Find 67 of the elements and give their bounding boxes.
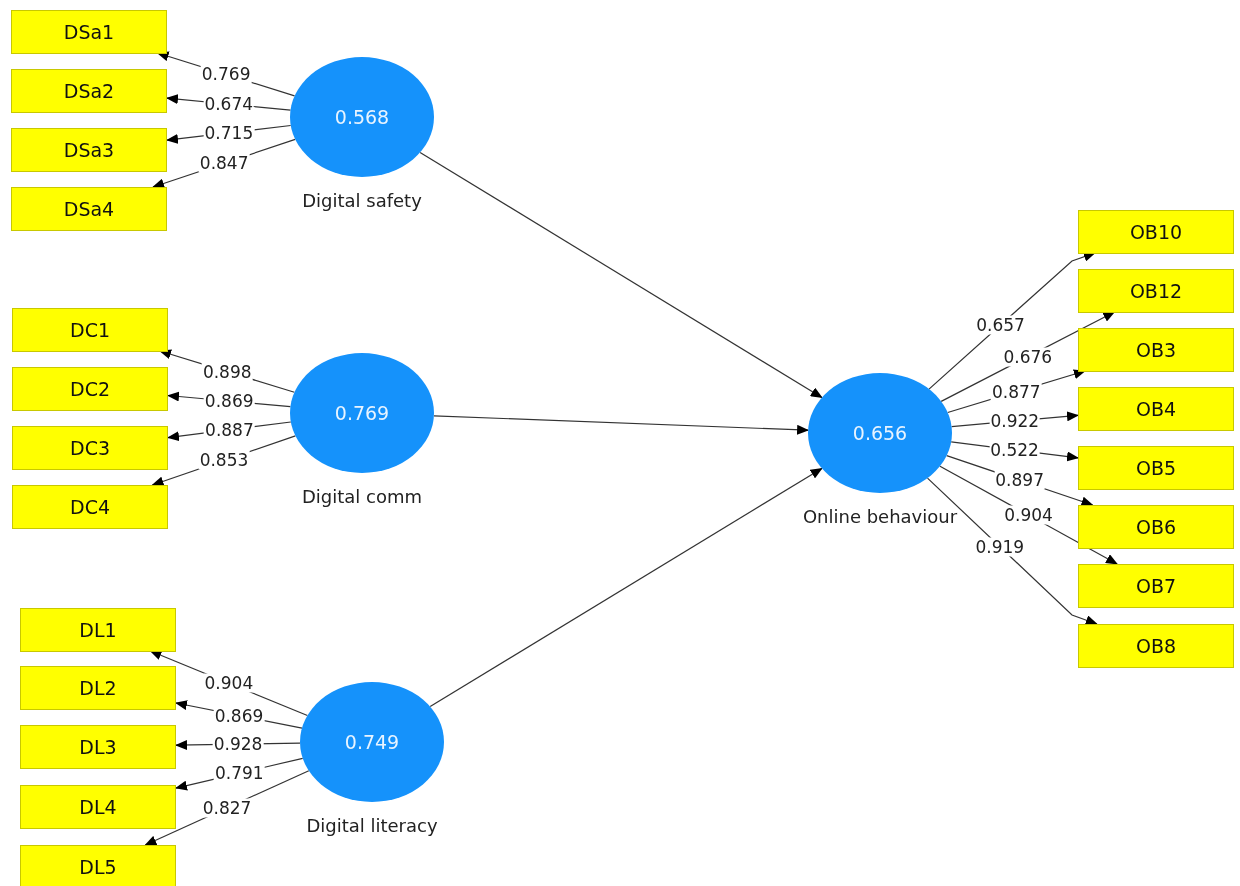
indicator-label: DL3 bbox=[79, 736, 117, 758]
indicator-box bbox=[12, 308, 168, 352]
indicator-box bbox=[20, 608, 176, 652]
indicator-box bbox=[12, 367, 168, 411]
indicator-label: DC2 bbox=[70, 378, 110, 400]
indicator-label: DC4 bbox=[70, 496, 110, 518]
indicator-label: OB12 bbox=[1129, 280, 1183, 302]
indicator-label: DL1 bbox=[79, 619, 117, 641]
indicator-label: OB7 bbox=[1135, 575, 1177, 597]
construct-name: Digital comm bbox=[300, 485, 424, 509]
edge-label: 0.769 bbox=[200, 64, 252, 84]
indicator-label: OB6 bbox=[1135, 516, 1177, 538]
indicator-box bbox=[11, 187, 167, 231]
indicator-box bbox=[1078, 624, 1234, 668]
edge-label: 0.877 bbox=[990, 382, 1042, 402]
indicator-label: DSa4 bbox=[63, 198, 115, 220]
edge-label: 0.853 bbox=[198, 450, 250, 470]
indicator-label: DSa1 bbox=[63, 21, 115, 43]
edge-label: 0.904 bbox=[203, 673, 255, 693]
indicator-label: OB5 bbox=[1135, 457, 1177, 479]
indicator-box bbox=[1078, 387, 1234, 431]
indicator-label: OB8 bbox=[1135, 635, 1177, 657]
indicator-box bbox=[1078, 210, 1234, 254]
edge-label: 0.847 bbox=[198, 153, 250, 173]
indicator-box bbox=[20, 725, 176, 769]
indicator-box bbox=[1078, 269, 1234, 313]
r-squared-value: 0.769 bbox=[334, 402, 390, 424]
indicator-box bbox=[12, 485, 168, 529]
edge-label: 0.791 bbox=[214, 763, 265, 783]
indicator-box bbox=[1078, 446, 1234, 490]
edge-label: 0.904 bbox=[1003, 505, 1054, 525]
construct-name: Digital safety bbox=[301, 189, 423, 213]
indicator-label: DC3 bbox=[70, 437, 110, 459]
construct-name: Digital literacy bbox=[305, 814, 439, 838]
r-squared-value: 0.656 bbox=[852, 422, 908, 444]
indicator-label: OB3 bbox=[1135, 339, 1177, 361]
indicator-label: DL5 bbox=[79, 856, 117, 878]
arrow bbox=[926, 477, 1098, 625]
construct-name: Online behaviour bbox=[801, 505, 959, 529]
arrow bbox=[433, 415, 810, 435]
indicator-box bbox=[1078, 505, 1234, 549]
indicator-box bbox=[11, 128, 167, 172]
edge-label: 0.657 bbox=[975, 315, 1026, 335]
indicator-label: OB4 bbox=[1135, 398, 1177, 420]
indicator-box bbox=[1078, 328, 1234, 372]
arrow bbox=[429, 467, 823, 708]
indicator-label: DL2 bbox=[79, 677, 117, 699]
arrow bbox=[419, 151, 823, 399]
edge-label: 0.827 bbox=[201, 798, 253, 818]
indicator-box bbox=[20, 666, 176, 710]
edge-label: 0.897 bbox=[994, 470, 1045, 490]
indicator-label: DSa2 bbox=[63, 80, 115, 102]
r-squared-value: 0.568 bbox=[334, 106, 390, 128]
indicator-box bbox=[1078, 564, 1234, 608]
indicator-label: OB10 bbox=[1129, 221, 1183, 243]
r-squared-value: 0.749 bbox=[344, 731, 400, 753]
indicator-label: DL4 bbox=[79, 796, 117, 818]
indicator-label: DSa3 bbox=[63, 139, 115, 161]
indicator-box bbox=[12, 426, 168, 470]
indicator-box bbox=[11, 10, 167, 54]
edge-label: 0.676 bbox=[1002, 347, 1054, 367]
indicator-box bbox=[20, 785, 176, 829]
edge-label: 0.919 bbox=[974, 537, 1026, 557]
indicator-box bbox=[20, 845, 176, 886]
indicator-label: DC1 bbox=[70, 319, 110, 341]
edge-label: 0.898 bbox=[201, 362, 253, 382]
indicator-box bbox=[11, 69, 167, 113]
